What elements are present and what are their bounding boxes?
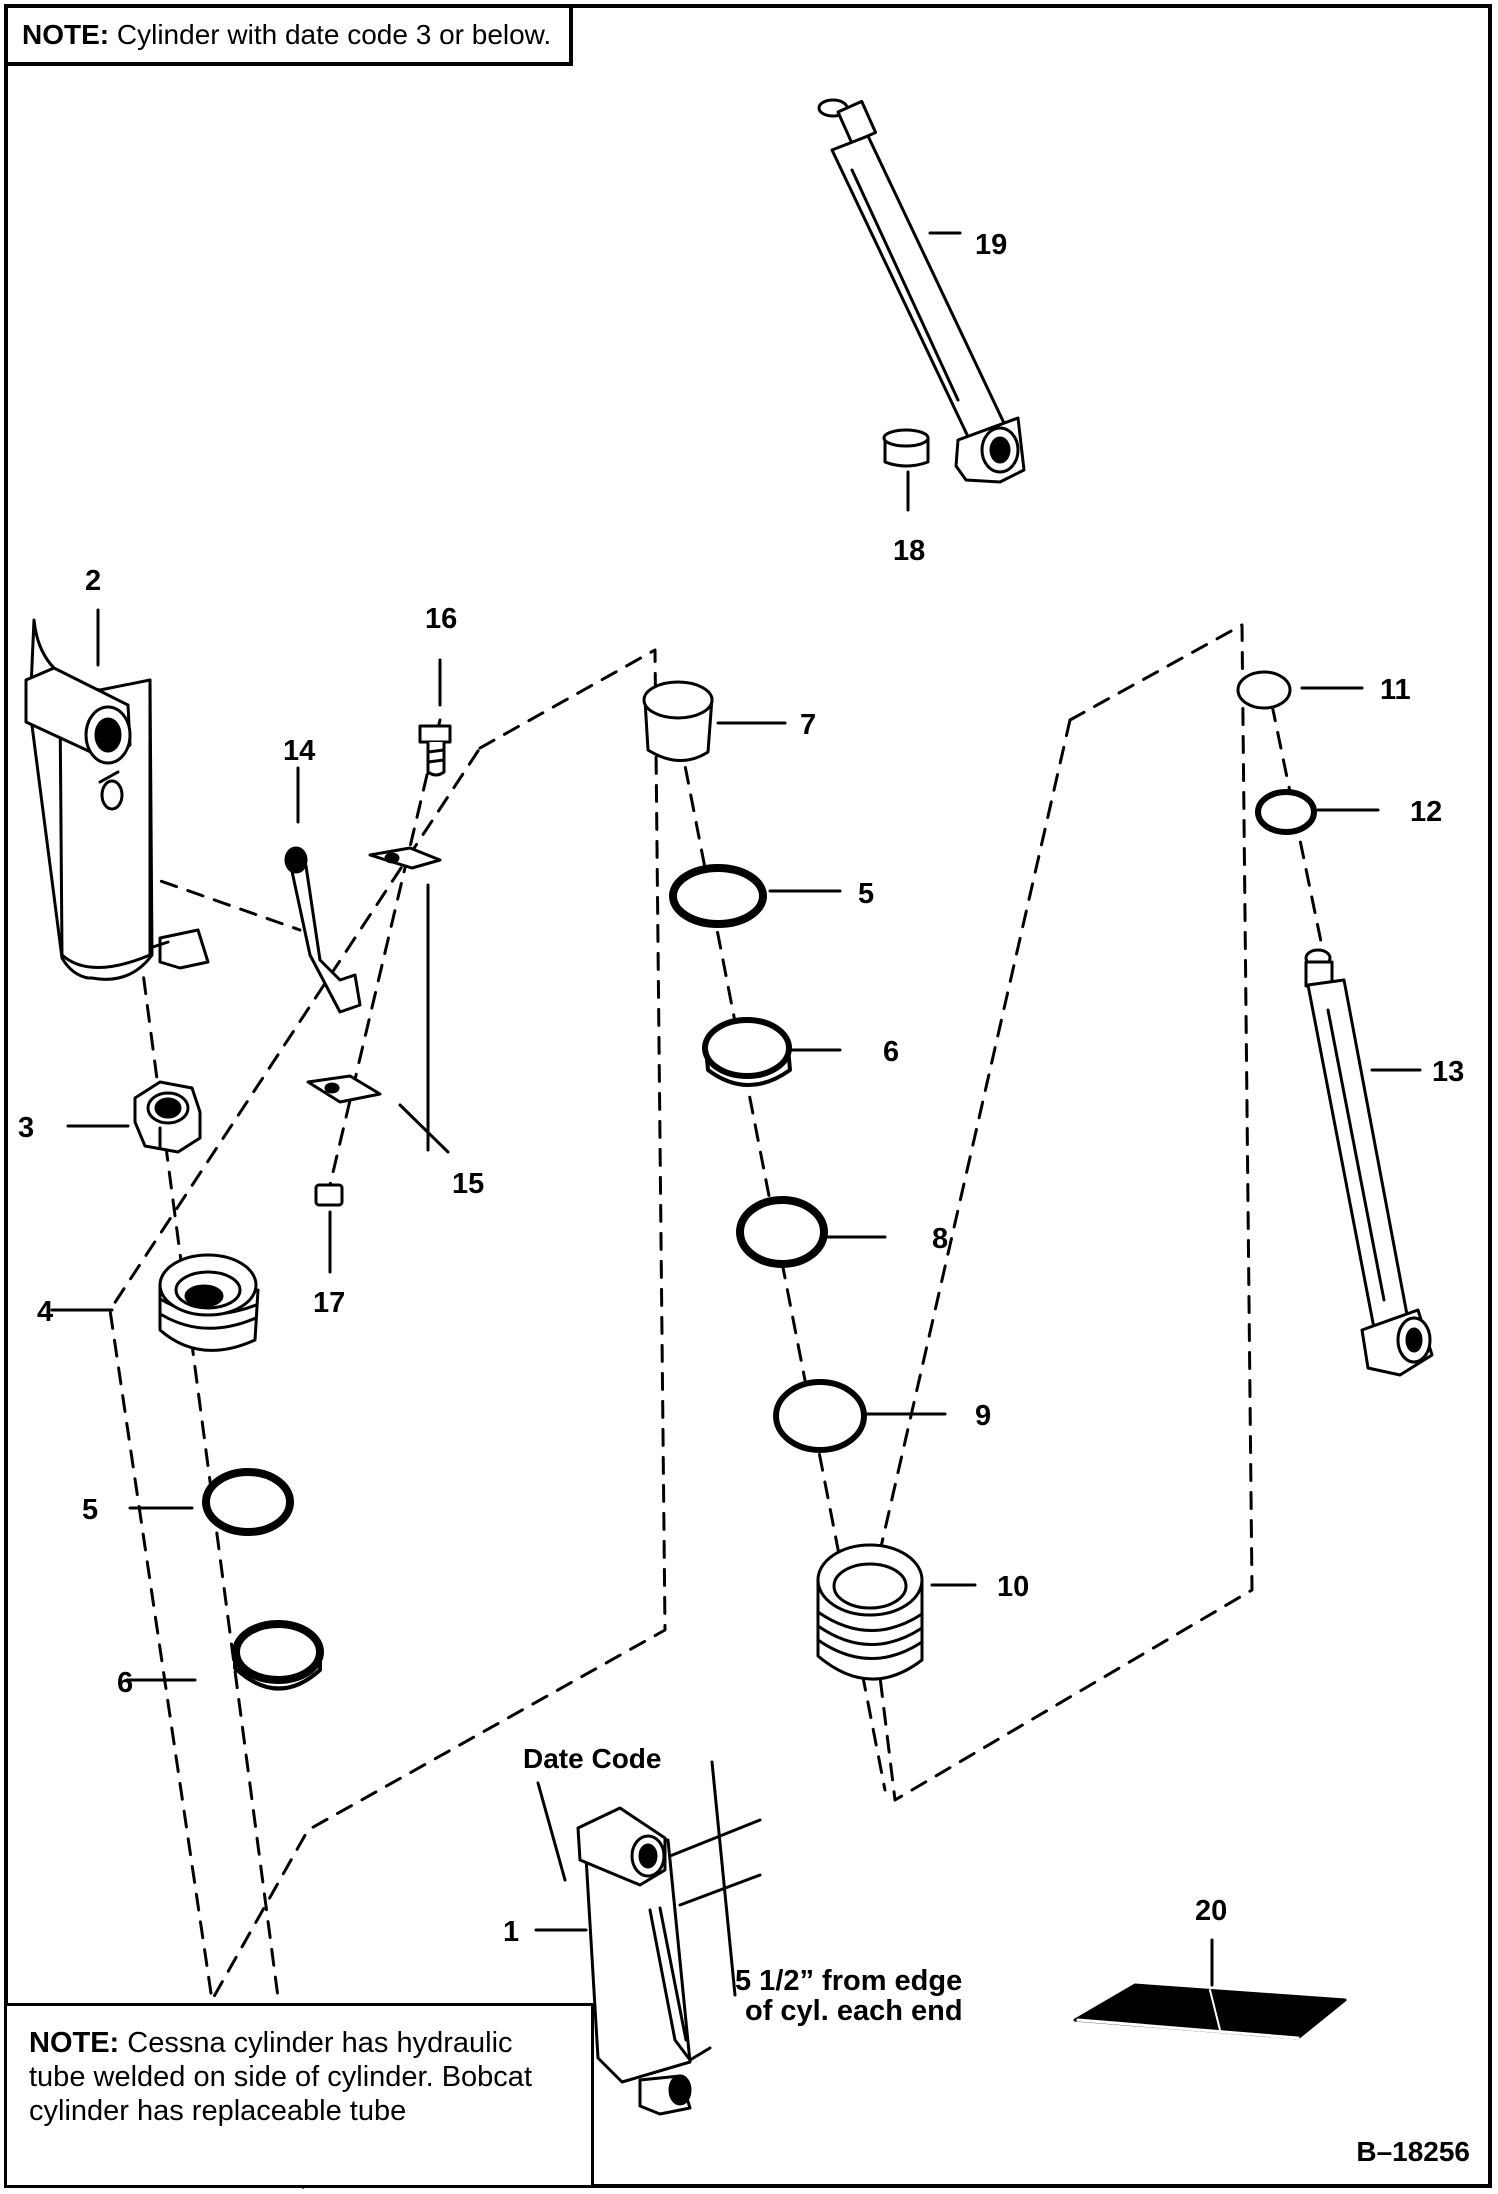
callout-15: 15 xyxy=(452,1168,484,1200)
callout-4: 4 xyxy=(37,1296,53,1328)
assembly-lines xyxy=(98,623,1332,2194)
callout-17: 17 xyxy=(313,1287,345,1319)
part-12-ring xyxy=(1255,789,1317,835)
distance-note-line2: of cyl. each end xyxy=(745,1995,963,2027)
part-19-rod xyxy=(817,98,1026,484)
part-1-cylinder xyxy=(576,1760,762,2116)
part-7-bushing xyxy=(642,680,714,762)
callout-8: 8 xyxy=(932,1223,948,1255)
leader-lines xyxy=(50,231,1422,1987)
callout-13: 13 xyxy=(1432,1056,1464,1088)
diagram-frame xyxy=(4,4,1492,2188)
callout-5-mid: 5 xyxy=(858,878,874,910)
part-6-wear-ring-mid xyxy=(702,1017,792,1087)
part-9-ring xyxy=(773,1379,867,1453)
date-code-label: Date Code xyxy=(523,1743,661,1774)
callout-1: 1 xyxy=(503,1916,519,1948)
callout-19: 19 xyxy=(975,229,1007,261)
note-bottom-text: Cessna cylinder has hydraulic tube welde… xyxy=(29,2027,532,2127)
part-13-rod xyxy=(1304,948,1434,1377)
part-6-wear-ring-left xyxy=(232,1620,324,1691)
part-15-clamps xyxy=(306,846,442,1104)
part-16-bolt xyxy=(418,724,452,777)
callout-3: 3 xyxy=(18,1112,34,1144)
part-8-ring xyxy=(736,1196,828,1268)
callout-14: 14 xyxy=(283,735,315,767)
part-11-ring xyxy=(1236,670,1292,710)
note-bottom: NOTE: Cessna cylinder has hydraulic tube… xyxy=(4,2003,594,2188)
part-20-strip xyxy=(1073,1983,1347,2040)
callout-2: 2 xyxy=(85,565,101,597)
distance-note-line1: 5 1/2” from edge xyxy=(735,1965,962,1997)
callout-12: 12 xyxy=(1410,796,1442,828)
part-5-ring-mid xyxy=(669,864,767,928)
drawing-reference: B–18256 xyxy=(1356,2136,1470,2167)
callout-10: 10 xyxy=(997,1571,1029,1603)
callout-7: 7 xyxy=(800,709,816,741)
callout-16: 16 xyxy=(425,603,457,635)
callout-9: 9 xyxy=(975,1400,991,1432)
part-17-nut-small xyxy=(314,1183,344,1207)
callout-20: 20 xyxy=(1195,1895,1227,1927)
part-5-ring-left xyxy=(202,1468,294,1536)
part-10-piston xyxy=(816,1543,924,1681)
callout-18: 18 xyxy=(893,535,925,567)
part-2-barrel xyxy=(24,618,210,981)
part-3-nut xyxy=(133,1080,202,1154)
callout-6-mid: 6 xyxy=(883,1036,899,1068)
note-top-label: NOTE: xyxy=(22,19,110,50)
callout-11: 11 xyxy=(1380,674,1411,706)
part-4-piston xyxy=(158,1253,260,1352)
callout-5-left: 5 xyxy=(82,1494,98,1526)
note-top-text: Cylinder with date code 3 or below. xyxy=(109,19,552,50)
note-bottom-label: NOTE: xyxy=(29,2027,120,2059)
note-top: NOTE: Cylinder with date code 3 or below… xyxy=(4,4,574,66)
part-18-bushing xyxy=(882,428,930,468)
part-14-tube xyxy=(284,846,362,1014)
callout-6-left: 6 xyxy=(117,1667,133,1699)
